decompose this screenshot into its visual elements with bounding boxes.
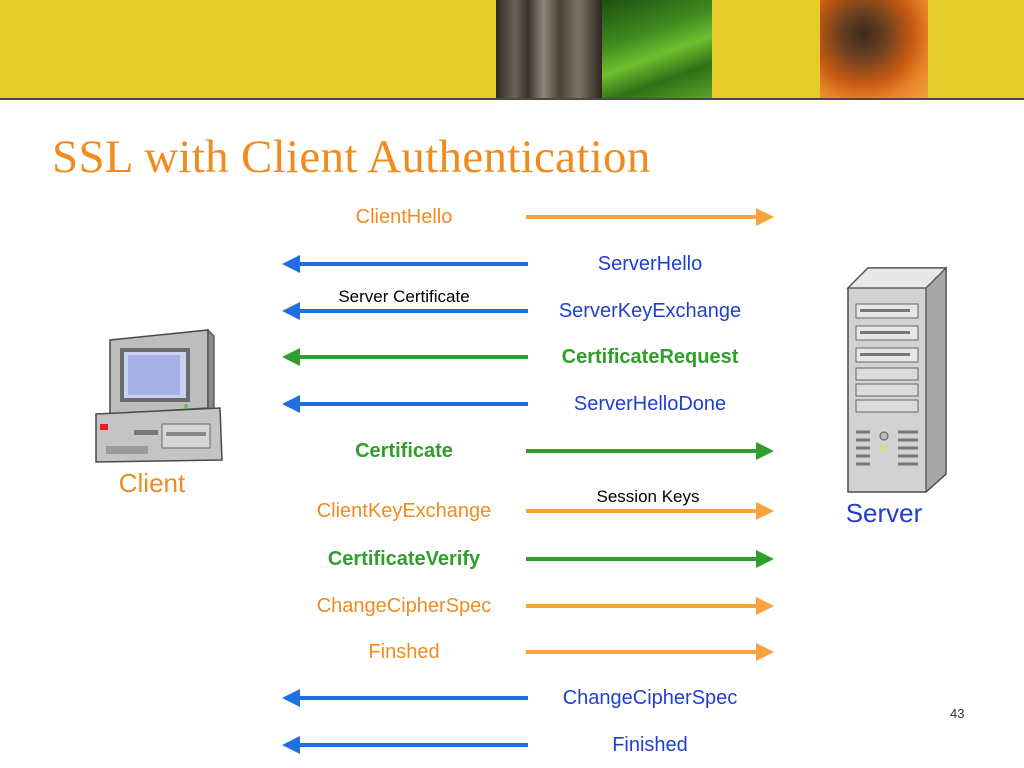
message-label-2: ServerHello xyxy=(598,252,702,276)
message-note-3: Server Certificate xyxy=(338,287,469,307)
message-label-6: Certificate xyxy=(355,439,453,463)
message-arrow-11 xyxy=(282,689,528,707)
message-label-7: ClientKeyExchange xyxy=(317,499,492,523)
message-arrow-5 xyxy=(282,395,528,413)
arrow-head xyxy=(282,736,300,754)
message-arrow-9 xyxy=(526,597,774,615)
message-label-4: CertificateRequest xyxy=(562,345,739,369)
arrow-head xyxy=(282,348,300,366)
message-arrow-12 xyxy=(282,736,528,754)
arrow-head xyxy=(756,643,774,661)
message-arrow-4 xyxy=(282,348,528,366)
message-label-11: ChangeCipherSpec xyxy=(563,686,738,710)
message-arrow-2 xyxy=(282,255,528,273)
message-label-9: ChangeCipherSpec xyxy=(317,594,492,618)
arrow-head xyxy=(282,395,300,413)
message-label-1: ClientHello xyxy=(356,205,453,229)
arrow-head xyxy=(282,255,300,273)
message-arrow-1 xyxy=(526,208,774,226)
message-label-3: ServerKeyExchange xyxy=(559,299,741,323)
arrow-head xyxy=(756,208,774,226)
message-label-5: ServerHelloDone xyxy=(574,392,726,416)
message-label-8: CertificateVerify xyxy=(328,547,480,571)
page-number: 43 xyxy=(950,706,964,721)
message-arrow-6 xyxy=(526,442,774,460)
message-label-12: Finished xyxy=(612,733,688,757)
arrow-head xyxy=(756,550,774,568)
arrow-head xyxy=(282,302,300,320)
arrow-head xyxy=(756,502,774,520)
arrow-head xyxy=(756,442,774,460)
message-label-10: Finshed xyxy=(368,640,439,664)
message-arrow-10 xyxy=(526,643,774,661)
message-arrow-8 xyxy=(526,550,774,568)
arrow-head xyxy=(282,689,300,707)
arrow-head xyxy=(756,597,774,615)
message-note-7: Session Keys xyxy=(597,487,700,507)
